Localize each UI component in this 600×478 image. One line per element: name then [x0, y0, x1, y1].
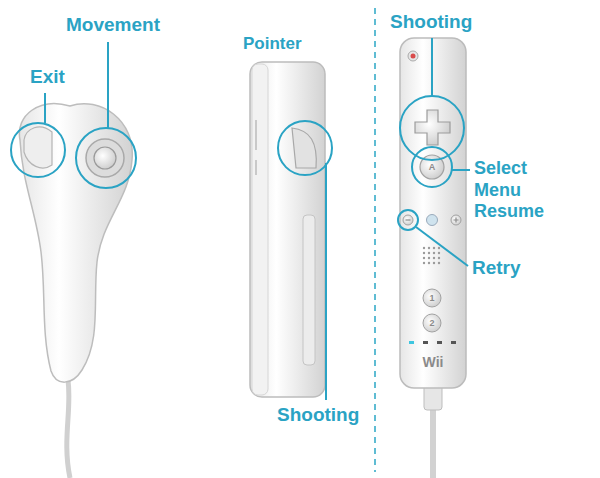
remote-side-view [250, 62, 325, 397]
b-trigger [292, 128, 316, 168]
battery-cover [303, 215, 315, 365]
illustration-part [428, 257, 430, 259]
z-c-buttons [24, 127, 52, 168]
one-button [423, 289, 441, 307]
callout-label: Movement [66, 14, 160, 37]
thumbstick-base [86, 139, 124, 177]
speaker-grille [423, 247, 440, 264]
plus-button [451, 215, 461, 225]
leader-line [107, 42, 109, 128]
thumbstick [94, 147, 116, 169]
illustration-part [433, 262, 435, 264]
callout-label: Retry [472, 257, 521, 280]
remote-front-body [400, 38, 466, 388]
illustration-part [438, 257, 440, 259]
player-led [437, 341, 442, 344]
illustration-part [423, 262, 425, 264]
callout-label: Shooting [390, 11, 472, 34]
callout-ring [400, 96, 464, 160]
d-pad [415, 110, 450, 145]
player-led [451, 341, 456, 344]
leader-line [416, 227, 468, 266]
brand-logo: Wii [423, 354, 444, 371]
leader-line [325, 163, 327, 400]
power-button [408, 51, 418, 61]
illustration-part [428, 252, 430, 254]
remote-side-face [252, 64, 268, 395]
illustration-part [423, 247, 425, 249]
callout-ring [398, 210, 418, 230]
callout-label: Pointer [243, 34, 302, 54]
button-letter: A [429, 162, 436, 173]
minus-symbol [406, 219, 411, 220]
callout-ring [76, 128, 136, 188]
illustration-part [433, 257, 435, 259]
player-led [409, 341, 414, 344]
illustration-part [433, 252, 435, 254]
illustration-part [438, 252, 440, 254]
button-number: 2 [429, 318, 434, 329]
leader-line [452, 169, 470, 171]
illustration-part [433, 247, 435, 249]
callout-label: Shooting [277, 404, 359, 427]
callout-label: Select Menu Resume [474, 158, 566, 223]
illustration-part [423, 257, 425, 259]
leader-line [44, 93, 46, 123]
leader-line [431, 38, 433, 96]
side-button-edge [255, 120, 257, 150]
nunchuk-cable [67, 380, 70, 478]
callout-ring [278, 121, 332, 175]
plus-symbol [454, 218, 459, 223]
callouts [11, 38, 470, 400]
player-led [423, 341, 428, 344]
nunchuk-body [19, 104, 132, 382]
callout-label: Exit [30, 66, 65, 89]
minus-button [403, 215, 413, 225]
two-button [423, 314, 441, 332]
remote-side-body [250, 62, 325, 397]
illustration-part [438, 262, 440, 264]
callout-ring [11, 123, 65, 177]
illustration-part [438, 247, 440, 249]
button-number: 1 [429, 293, 434, 304]
illustration-part [428, 262, 430, 264]
callout-ring [412, 147, 452, 187]
illustration-part [423, 252, 425, 254]
power-symbol [411, 54, 416, 59]
divider-line [374, 8, 376, 472]
side-button-edge [255, 160, 257, 175]
illustration-part [428, 247, 430, 249]
home-button [427, 215, 438, 226]
